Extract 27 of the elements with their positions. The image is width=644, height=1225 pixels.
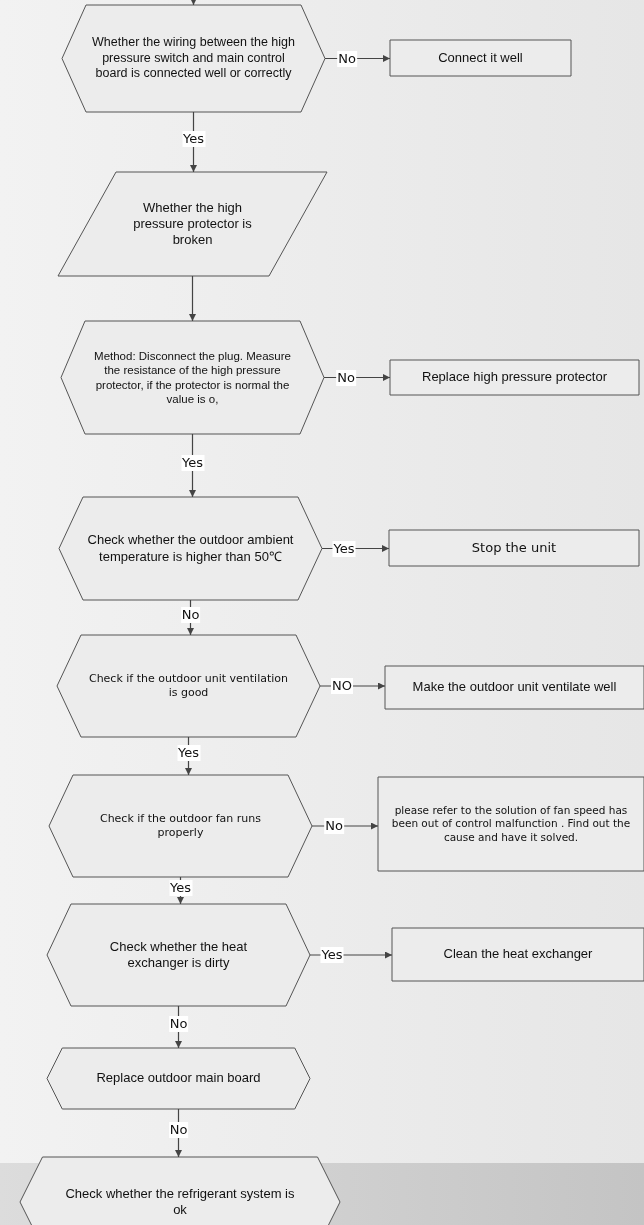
edge-label: No [168, 1122, 189, 1138]
node-text: Check whether the heat exchanger is dirty [108, 938, 249, 972]
edge-label: Yes [182, 131, 205, 147]
node-text: please refer to the solution of fan speed has been out of control malfunction . Find out the cause and have it solved. [390, 804, 632, 844]
edge-label: No [324, 818, 344, 834]
node-text: Method: Disconnect the plug. Measure the resistance of the high pressure protector, if the protector is normal the value is o, [93, 348, 292, 407]
node-text: Connect it well [437, 49, 524, 67]
node-text: Replace outdoor main board [95, 1070, 262, 1087]
node-text: Check whether the outdoor ambient temperature is higher than 50℃ [86, 532, 295, 565]
edge-label: NO [331, 678, 353, 694]
node-text: Check whether the refrigerant system is ok [64, 1185, 296, 1219]
arrow [177, 876, 184, 905]
node-text: Check if the outdoor fan runs properly [98, 812, 263, 840]
node-text: Clean the heat exchanger [442, 946, 594, 963]
arrow [189, 433, 196, 498]
arrow [189, 275, 196, 322]
node-text: Whether the wiring between the high pressure switch and main control board is connected well or correctly [91, 35, 296, 82]
arrow [185, 736, 192, 776]
edge-label: Yes [320, 947, 344, 963]
node-text: Stop the unit [470, 539, 558, 557]
node-text: Make the outdoor unit ventilate well [411, 679, 618, 696]
arrow [190, 0, 197, 6]
node-text: Whether the high pressure protector is broken [132, 199, 253, 249]
edge-label: Yes [177, 745, 200, 761]
edge-label: No [168, 1016, 189, 1032]
node-text: Check if the outdoor unit ventilation is good [88, 672, 289, 700]
node-text: Replace high pressure protector [421, 369, 608, 386]
